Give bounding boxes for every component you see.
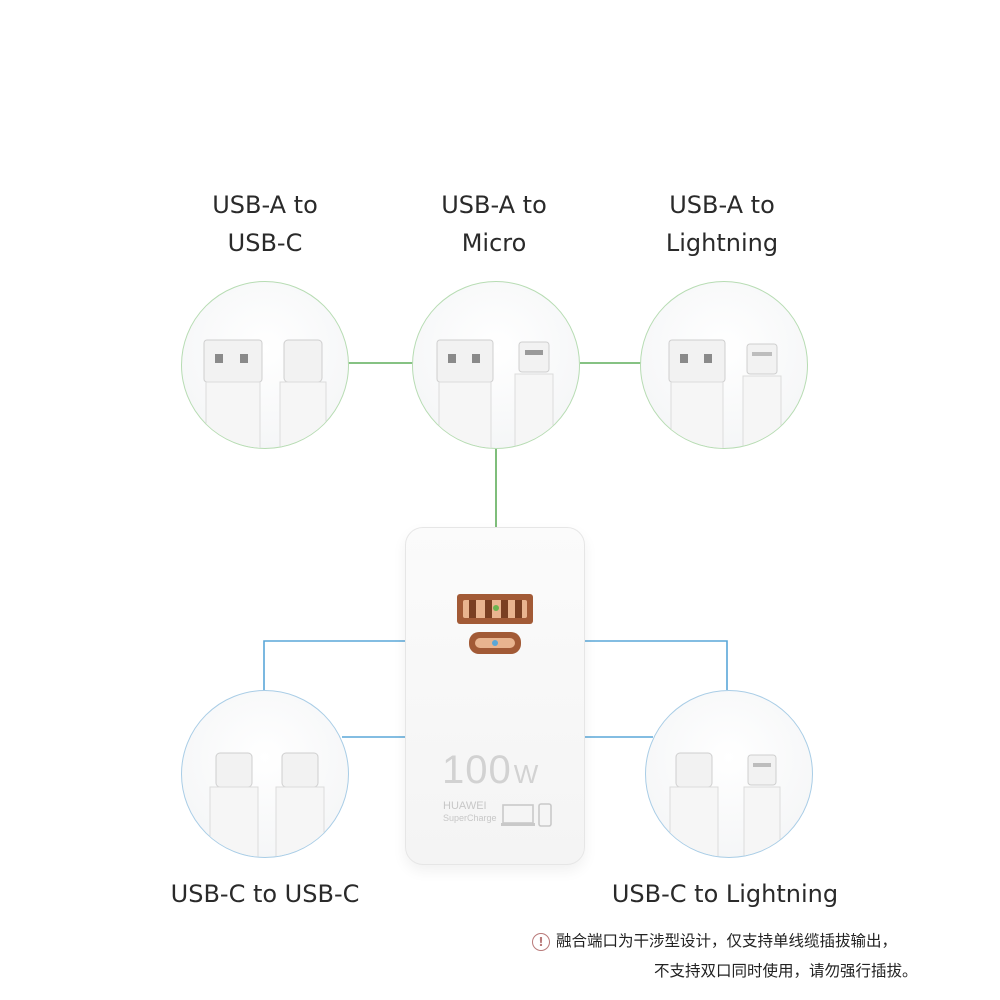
brand-text: HUAWEI SuperCharge bbox=[443, 800, 497, 823]
usb-c-plug-icon bbox=[279, 339, 327, 448]
usb-a-plug-icon bbox=[203, 339, 263, 448]
usb-a-plug-icon bbox=[668, 339, 726, 448]
usb-a-plug-icon bbox=[436, 339, 494, 448]
usb-c-plug-icon bbox=[209, 752, 259, 857]
wattage-text: 100W bbox=[442, 748, 540, 792]
usage-note-line2: 不支持双口同时使用，请勿强行插拔。 bbox=[654, 962, 918, 980]
usb-c-plug-icon bbox=[669, 752, 719, 857]
circle-usb-a-to-usb-c bbox=[181, 281, 349, 449]
usage-note: !融合端口为干涉型设计，仅支持单线缆插拔输出， 不支持双口同时使用，请勿强行插拔… bbox=[532, 926, 982, 986]
circle-usb-a-to-micro bbox=[412, 281, 580, 449]
info-circle-icon: ! bbox=[532, 932, 550, 951]
circle-usb-c-to-usb-c bbox=[181, 690, 349, 858]
label-usb-c-to-lightning: USB-C to Lightning bbox=[611, 880, 839, 908]
circle-usb-c-to-lightning bbox=[645, 690, 813, 858]
fusion-port bbox=[457, 594, 533, 654]
micro-usb-plug-icon bbox=[514, 341, 554, 448]
usb-a-to-usb-c-cables bbox=[203, 339, 327, 448]
usb-c-plug-icon bbox=[275, 752, 325, 857]
label-usb-a-to-lightning: USB-A to Lightning bbox=[665, 191, 779, 257]
usb-c-to-usb-c-cables bbox=[209, 752, 325, 857]
label-usb-a-to-micro: USB-A to Micro bbox=[441, 191, 547, 257]
laptop-phone-icon bbox=[501, 803, 552, 827]
circle-usb-a-to-lightning bbox=[640, 281, 808, 449]
usb-a-to-micro-cables bbox=[436, 339, 554, 448]
lightning-plug-icon bbox=[743, 754, 781, 857]
usage-note-line1: !融合端口为干涉型设计，仅支持单线缆插拔输出， bbox=[532, 926, 982, 956]
label-usb-c-to-usb-c: USB-C to USB-C bbox=[170, 880, 360, 908]
usb-c-to-lightning-cables bbox=[669, 752, 781, 857]
label-usb-a-to-usb-c: USB-A to USB-C bbox=[212, 191, 318, 257]
usb-a-to-lightning-cables bbox=[668, 339, 782, 448]
charger: 100W HUAWEI SuperCharge bbox=[405, 527, 585, 865]
lightning-plug-icon bbox=[742, 343, 782, 448]
